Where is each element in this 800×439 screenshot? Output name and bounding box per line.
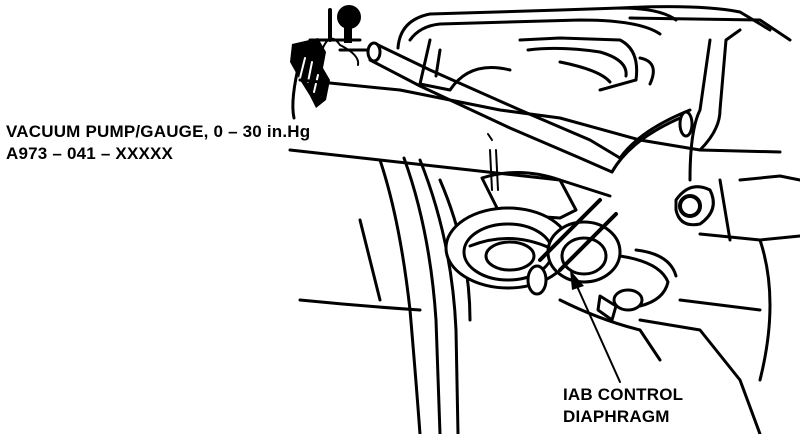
tire [298,156,472,436]
crossmember [288,28,800,382]
vacuum-hose [366,41,694,174]
pump-gauge-part-number: A973 – 041 – XXXXX [6,144,174,163]
diaphragm-label: IAB CONTROL DIAPHRAGM [563,384,683,428]
diaphragm-callout-arrow [570,270,621,383]
pump-gauge-name: VACUUM PUMP/GAUGE, 0 – 30 in.Hg [6,122,311,141]
lower-linkage [358,218,762,436]
iab-control-diaphragm [444,133,678,362]
diaphragm-label-line1: IAB CONTROL [563,385,684,404]
upper-frame [396,5,792,92]
pump-gauge-label: VACUUM PUMP/GAUGE, 0 – 30 in.Hg A973 – 0… [6,121,310,165]
vacuum-pump-gauge [290,5,377,120]
diaphragm-label-line2: DIAPHRAGM [563,407,670,426]
